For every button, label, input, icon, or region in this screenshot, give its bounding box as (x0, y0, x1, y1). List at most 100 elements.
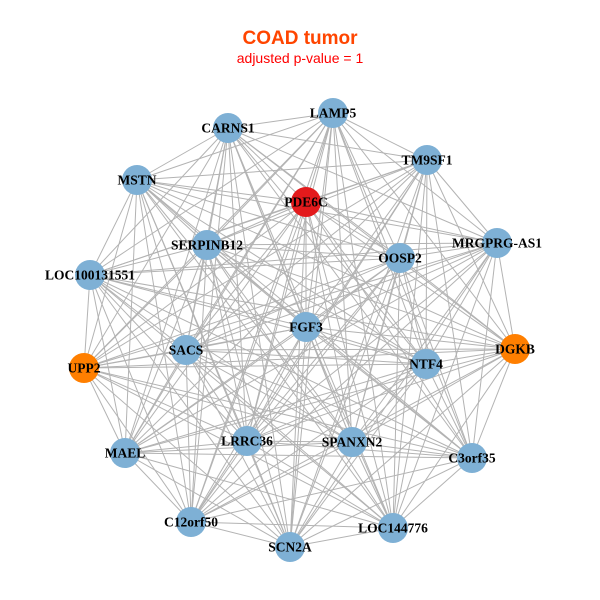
edge-mstn-spanxn2 (136, 179, 353, 443)
node-dgkb[interactable]: DGKB (495, 334, 535, 364)
node-mael[interactable]: MAEL (105, 438, 146, 468)
node-scn2a[interactable]: SCN2A (268, 532, 312, 562)
node-circle[interactable] (275, 532, 305, 562)
edge-lrrc36-loc144776 (246, 440, 394, 529)
node-fgf3[interactable]: FGF3 (289, 312, 323, 342)
edge-loc144776-scn2a (289, 527, 394, 548)
edge-carns1-upp2 (83, 127, 229, 369)
edge-pde6c-c12orf50 (190, 201, 307, 523)
edge-mrgprg-as1-loc144776 (392, 242, 498, 529)
edge-sacs-ntf4 (185, 349, 427, 365)
node-circle[interactable] (378, 513, 408, 543)
node-circle[interactable] (75, 260, 105, 290)
edge-spanxn2-c12orf50 (190, 441, 353, 523)
edge-dgkb-scn2a (289, 348, 516, 548)
node-oosp2[interactable]: OOSP2 (378, 243, 422, 273)
node-label: NTF4 (409, 357, 443, 372)
edge-lamp5-loc144776 (332, 112, 394, 529)
node-carns1[interactable]: CARNS1 (201, 113, 255, 143)
edge-pde6c-upp2 (83, 201, 307, 369)
node-circle[interactable] (176, 507, 206, 537)
node-label: UPP2 (68, 361, 101, 376)
edge-mrgprg-as1-c12orf50 (190, 242, 498, 523)
node-lamp5[interactable]: LAMP5 (310, 98, 357, 128)
node-label: LRRC36 (221, 434, 273, 449)
node-circle[interactable] (385, 243, 415, 273)
node-circle[interactable] (69, 353, 99, 383)
edge-mstn-mael (124, 179, 138, 454)
node-circle[interactable] (291, 187, 321, 217)
node-circle[interactable] (291, 312, 321, 342)
edge-mstn-serpinb12 (136, 179, 208, 246)
edge-mrgprg-as1-fgf3 (305, 242, 498, 328)
node-circle[interactable] (110, 438, 140, 468)
edge-ntf4-loc144776 (392, 363, 427, 529)
node-circle[interactable] (192, 230, 222, 260)
node-c3orf35[interactable]: C3orf35 (448, 443, 496, 473)
edge-lamp5-carns1 (227, 112, 334, 129)
edge-lamp5-c3orf35 (332, 112, 473, 459)
edge-tm9sf1-loc144776 (392, 159, 428, 529)
node-sacs[interactable]: SACS (169, 335, 204, 365)
edge-ntf4-spanxn2 (351, 363, 427, 443)
edge-loc100131551-loc144776 (89, 274, 394, 529)
node-loc100131551[interactable]: LOC100131551 (45, 260, 135, 290)
node-label: C12orf50 (164, 515, 218, 530)
node-circle[interactable] (411, 349, 441, 379)
edge-mstn-c12orf50 (136, 179, 192, 523)
node-circle[interactable] (213, 113, 243, 143)
node-circle[interactable] (412, 145, 442, 175)
edge-ntf4-lrrc36 (246, 363, 427, 442)
edge-carns1-tm9sf1 (227, 127, 428, 161)
edge-tm9sf1-scn2a (289, 159, 428, 548)
edge-lrrc36-spanxn2 (246, 440, 353, 443)
edge-mrgprg-as1-spanxn2 (351, 242, 498, 443)
node-loc144776[interactable]: LOC144776 (358, 513, 428, 543)
edge-pde6c-spanxn2 (305, 201, 353, 443)
edge-serpinb12-mrgprg-as1 (206, 242, 498, 246)
edge-carns1-mstn (136, 127, 229, 181)
node-mrgprg-as1[interactable]: MRGPRG-AS1 (452, 228, 542, 258)
node-circle[interactable] (457, 443, 487, 473)
node-circle[interactable] (500, 334, 530, 364)
edge-mstn-oosp2 (136, 179, 401, 259)
node-label: OOSP2 (378, 251, 422, 266)
node-tm9sf1[interactable]: TM9SF1 (401, 145, 453, 175)
node-lrrc36[interactable]: LRRC36 (221, 426, 273, 456)
node-circle[interactable] (482, 228, 512, 258)
edge-spanxn2-loc144776 (351, 441, 394, 529)
edge-mstn-dgkb (136, 179, 516, 350)
edge-oosp2-loc100131551 (89, 257, 401, 276)
edge-serpinb12-oosp2 (206, 244, 401, 259)
edge-serpinb12-ntf4 (206, 244, 427, 365)
edge-lamp5-pde6c (305, 112, 334, 203)
edge-mael-lrrc36 (124, 440, 248, 454)
node-label: TM9SF1 (401, 153, 452, 168)
node-mstn[interactable]: MSTN (117, 165, 157, 195)
node-pde6c[interactable]: PDE6C (284, 187, 328, 217)
edge-mrgprg-as1-lrrc36 (246, 242, 498, 442)
node-label: SPANXN2 (322, 435, 383, 450)
edge-oosp2-ntf4 (399, 257, 427, 365)
node-spanxn2[interactable]: SPANXN2 (322, 427, 383, 457)
edge-sacs-lrrc36 (185, 349, 248, 442)
node-label: DGKB (495, 342, 535, 357)
node-circle[interactable] (318, 98, 348, 128)
node-circle[interactable] (171, 335, 201, 365)
node-circle[interactable] (122, 165, 152, 195)
node-ntf4[interactable]: NTF4 (409, 349, 443, 379)
edge-carns1-loc100131551 (89, 127, 229, 276)
edge-fgf3-dgkb (305, 326, 516, 350)
edge-spanxn2-scn2a (289, 441, 353, 548)
node-circle[interactable] (232, 426, 262, 456)
edge-ntf4-c3orf35 (425, 363, 473, 459)
node-circle[interactable] (337, 427, 367, 457)
node-upp2[interactable]: UPP2 (68, 353, 101, 383)
node-c12orf50[interactable]: C12orf50 (164, 507, 218, 537)
edge-oosp2-c12orf50 (190, 257, 401, 523)
edge-oosp2-sacs (185, 257, 401, 351)
edge-tm9sf1-mael (124, 159, 428, 454)
edge-mrgprg-as1-mael (124, 242, 498, 454)
node-serpinb12[interactable]: SERPINB12 (171, 230, 243, 260)
